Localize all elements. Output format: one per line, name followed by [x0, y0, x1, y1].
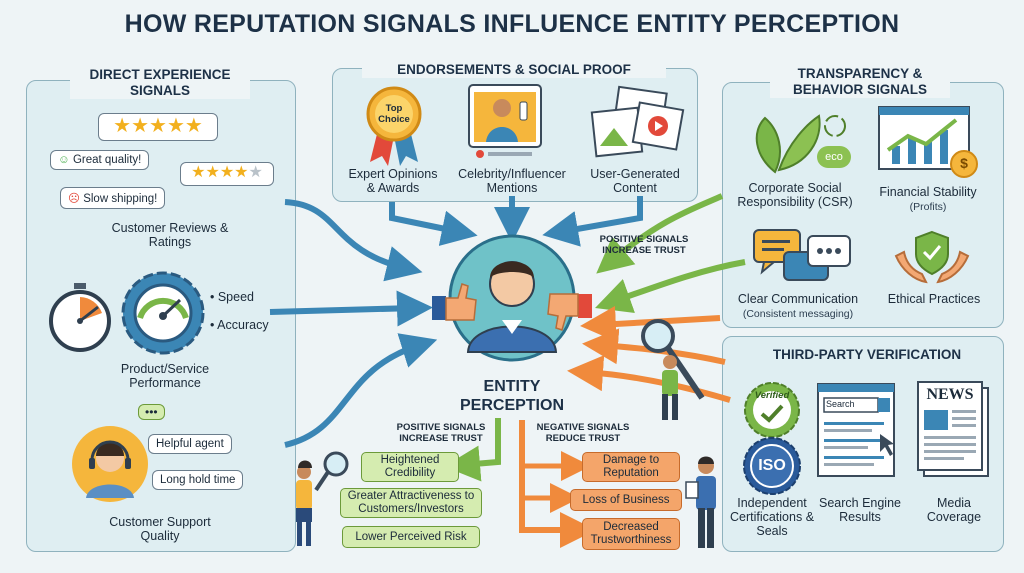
top-choice-badge: Top Choice: [378, 103, 410, 125]
stopwatch-icon: [49, 283, 111, 352]
media-label: Media Coverage: [926, 496, 982, 524]
outcome-damage-reputation: Damage to Reputation: [582, 452, 680, 482]
outcome-heightened-credibility: Heightened Credibility: [361, 452, 459, 482]
hands-shield-icon: [894, 230, 970, 284]
woman-with-magnifier-icon: [296, 451, 349, 546]
communication-sub: (Consistent messaging): [742, 308, 854, 320]
influencer-label: Celebrity/Influencer Mentions: [458, 167, 566, 195]
performance-label: Product/Service Performance: [120, 362, 210, 390]
certifications-label: Independent Certifications & Seals: [729, 496, 815, 538]
verified-text: Verified: [754, 390, 790, 401]
reviews-label: Customer Reviews & Ratings: [111, 221, 229, 249]
five-star-rating: ★★★★★: [98, 113, 218, 141]
ugc-label: User-Generated Content: [590, 167, 680, 195]
arrow-performance: [269, 290, 433, 327]
arrow-csr: [596, 193, 724, 274]
iso-text: ISO: [758, 457, 786, 474]
negative-signals: NEGATIVE SIGNALS REDUCE TRUST: [536, 422, 630, 444]
magnifier-person-icon: [641, 319, 705, 420]
third-party-title: THIRD-PARTY VERIFICATION: [772, 347, 962, 362]
page-title: HOW REPUTATION SIGNALS INFLUENCE ENTITY …: [124, 10, 900, 38]
verified-seal-icon: [743, 382, 801, 495]
headset-agent-icon: [72, 426, 148, 502]
recycle-icon: [824, 115, 846, 137]
arrow-thirdparty-3: [567, 355, 731, 403]
search-results-icon: [817, 383, 895, 477]
transparency-title: TRANSPARENCY & BEHAVIOR SIGNALS: [770, 66, 950, 98]
arrow-communication: [595, 259, 746, 313]
dollar-icon: $: [960, 155, 968, 171]
man-with-clipboard-icon: [685, 456, 716, 548]
arrow-support: [284, 333, 438, 448]
growth-chart-icon: [878, 106, 978, 178]
leaf-icon: [755, 114, 821, 174]
arrow-negative-outcome: [519, 420, 596, 548]
arrow-ugc: [542, 196, 643, 247]
outcome-loss-of-business: Loss of Business: [570, 489, 682, 511]
arrow-expert: [389, 202, 478, 247]
financial-label: Financial Stability: [879, 185, 977, 199]
news-masthead: NEWS: [926, 386, 974, 403]
four-star-rating: ★★★★★: [180, 162, 274, 186]
financial-sub: (Profits): [909, 201, 947, 213]
perf-bullet-accuracy: • Accuracy: [210, 318, 269, 332]
chat-bubbles-icon: [753, 229, 851, 281]
outcome-decreased-trustworthiness: Decreased Trustworthiness: [582, 518, 680, 550]
eco-badge: eco: [817, 146, 851, 168]
award-ribbon-icon: [366, 86, 422, 166]
direct-experience-title: DIRECT EXPERIENCE SIGNALS: [70, 67, 250, 99]
typing-bubble: •••: [138, 404, 165, 420]
arrow-positive-outcome: [444, 418, 501, 482]
ethical-label: Ethical Practices: [887, 292, 981, 306]
review-bubble-positive: ☺ Great quality!: [50, 150, 150, 170]
gauge-gear-icon: [121, 271, 205, 355]
search-engine-label: Search Engine Results: [818, 496, 901, 524]
csr-label: Corporate Social Responsibility (CSR): [737, 181, 853, 209]
outcome-lower-risk: Lower Perceived Risk: [342, 526, 480, 548]
support-label: Customer Support Quality: [109, 515, 211, 543]
influencer-video-icon: [468, 84, 542, 158]
support-bubble-hold: Long hold time: [152, 470, 244, 490]
smile-icon: ☺: [58, 154, 70, 166]
outcome-greater-attractiveness: Greater Attractiveness to Customers/Inve…: [340, 488, 482, 518]
support-bubble-helpful: Helpful agent: [148, 434, 232, 454]
frown-icon: ☹: [68, 193, 80, 205]
entity-perception-label: ENTITY PERCEPTION: [459, 378, 564, 414]
endorsements-title: ENDORSEMENTS & SOCIAL PROOF: [362, 62, 666, 78]
entity-person-icon: [432, 234, 592, 362]
communication-label: Clear Communication: [737, 292, 859, 306]
photos-icon: [590, 85, 685, 158]
positive-signals-bottom: POSITIVE SIGNALS INCREASE TRUST: [396, 422, 486, 444]
positive-signals-top: POSITIVE SIGNALS INCREASE TRUST: [599, 234, 689, 256]
arrow-reviews: [284, 199, 423, 282]
perf-bullet-speed: • Speed: [210, 290, 254, 304]
review-bubble-negative: ☹ Slow shipping!: [60, 187, 166, 209]
newspaper-icon: [917, 381, 989, 477]
search-input-text: Search: [826, 399, 855, 409]
expert-label: Expert Opinions & Awards: [348, 167, 438, 195]
